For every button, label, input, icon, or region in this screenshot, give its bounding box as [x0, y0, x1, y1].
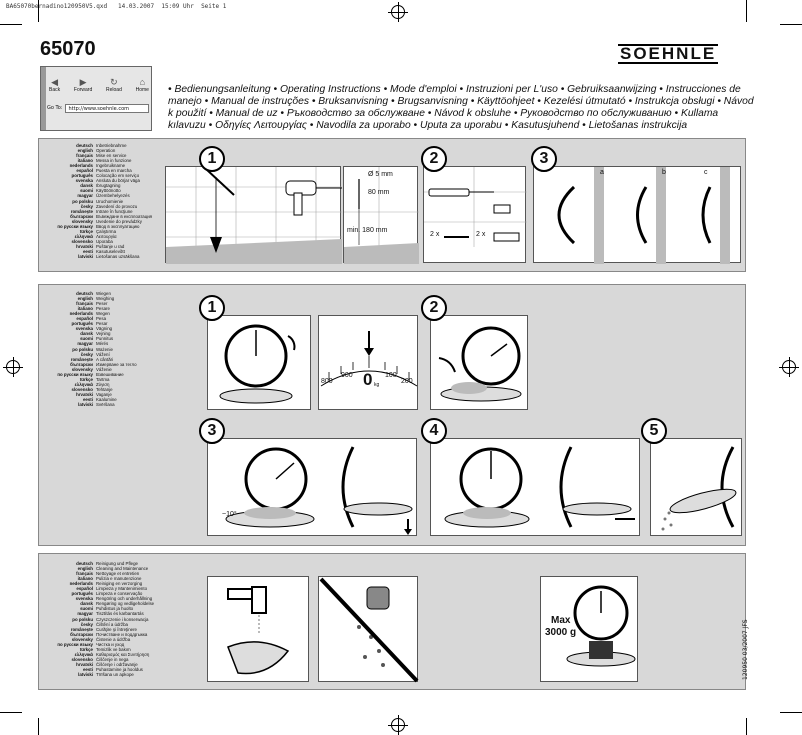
reload-icon: ↻ [110, 77, 118, 87]
drill-diameter-label: Ø 5 mm [368, 171, 393, 178]
fig-max-capacity: Max 3000 g [540, 576, 638, 682]
fig-mounting: a b c [533, 166, 741, 264]
fig-add-food [430, 315, 528, 410]
crop-mark [780, 712, 802, 713]
fig-wall-marking [165, 166, 342, 264]
weigh-step-5-badge: 5 [641, 418, 667, 444]
language-list-intro: • Bedienungsanleitung • Operating Instru… [168, 84, 754, 131]
brand-logo: SOEHNLE [618, 44, 719, 64]
crop-mark [0, 24, 22, 25]
pour-food-illustration [661, 446, 737, 531]
address-bar: Go To: http://www.soehnle.com [47, 103, 149, 113]
tick-800: 800 [321, 378, 333, 385]
browser-illustration: ◀Back ▶Forward ↻Reload ⌂Home Go To: http… [40, 66, 152, 131]
plug-count-label: 2 x [476, 231, 486, 238]
home-icon: ⌂ [139, 77, 146, 87]
registration-mark-icon [388, 2, 408, 22]
back-button: ◀Back [49, 77, 61, 93]
scale-unit: kg [374, 382, 380, 388]
max-capacity-value: 3000 g [545, 627, 577, 638]
weigh-step-4-badge: 4 [421, 418, 447, 444]
step-1-badge: 1 [199, 146, 225, 172]
step-2-badge: 2 [421, 146, 447, 172]
registration-mark-icon [388, 715, 408, 735]
go-to-label: Go To: [47, 105, 63, 111]
tick-200: 200 [401, 378, 413, 385]
reload-button: ↻Reload [106, 77, 122, 93]
document-code: 120950 03/2007 JFS [742, 619, 749, 680]
min-height-label: min. 180 mm [347, 227, 388, 234]
step-3-badge: 3 [531, 146, 557, 172]
crop-mark [746, 0, 747, 22]
step-b-label: b [662, 169, 666, 176]
crop-mark [0, 712, 22, 713]
fig-scale-dial: 800 900 0 kg 100 200 [318, 315, 418, 410]
fig-rinse-pan [207, 576, 309, 682]
crop-mark [746, 718, 747, 735]
browser-sidebar [41, 67, 46, 130]
fig-drill-dimensions: Ø 5 mm 80 mm min. 180 mm [343, 166, 419, 264]
weigh-step-1-badge: 1 [199, 295, 225, 321]
crop-mark [38, 718, 39, 735]
browser-toolbar: ◀Back ▶Forward ↻Reload ⌂Home [49, 77, 149, 93]
hole-spacing-label: 80 mm [368, 189, 390, 196]
weigh-step-3-badge: 3 [199, 418, 225, 444]
screw-install-illustration [424, 167, 527, 247]
fig-pour-food [650, 438, 742, 536]
dimension-diagram [344, 167, 419, 264]
fig-no-dishwasher [318, 576, 419, 683]
forward-button: ▶Forward [73, 77, 93, 93]
home-button: ⌂Home [135, 77, 149, 93]
fig-zero-adjust [207, 315, 311, 410]
fig-remove-pan [430, 438, 640, 536]
tick-900: 900 [341, 372, 353, 379]
scale-max-illustration [566, 585, 636, 667]
scale-dial-zoom [320, 331, 418, 387]
crop-mark [38, 0, 39, 22]
step-a-label: a [600, 169, 604, 176]
step-c-label: c [704, 169, 708, 176]
file-header: BA65070bernadino120950V5.qxd 14.03.2007 … [6, 3, 227, 10]
max-label: Max [551, 615, 571, 626]
crop-mark [780, 24, 802, 25]
tick-0: 0 [363, 370, 373, 389]
url-field: http://www.soehnle.com [65, 103, 149, 113]
registration-mark-icon [779, 357, 799, 377]
drill-wall-illustration [166, 167, 342, 264]
model-number: 65070 [40, 38, 96, 60]
tick-100: 100 [385, 372, 397, 379]
scale-zero-illustration [219, 324, 296, 404]
fig-screws: 2 x 2 x [423, 166, 527, 263]
remove-pan-illustration [444, 446, 635, 528]
forward-arrow-icon: ▶ [79, 77, 87, 87]
screw-count-label: 2 x [430, 231, 440, 238]
mounting-sequence-illustration [557, 167, 730, 264]
add-food-illustration [438, 326, 522, 402]
water-tap-icon [227, 586, 290, 675]
prohibited-cleaning-icon [319, 577, 419, 683]
back-arrow-icon: ◀ [51, 77, 59, 87]
tilt-angle-label: ~10° [222, 511, 237, 518]
tilt-pan-illustration [225, 446, 413, 535]
weigh-step-2-badge: 2 [421, 295, 447, 321]
fig-tilt-pan: ~10° [207, 438, 417, 536]
registration-mark-icon [3, 357, 23, 377]
